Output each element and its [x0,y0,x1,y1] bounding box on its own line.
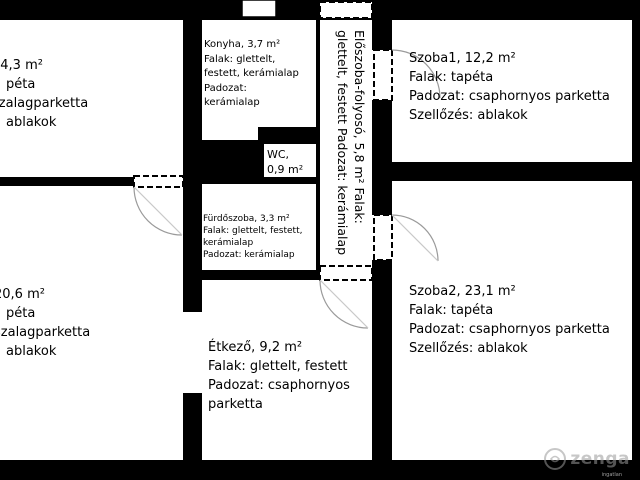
room-floor-cont: parketta [208,397,263,412]
logo-subtext: ingatlan [601,472,622,478]
room-label-szoba1: Szoba1, 12,2 m² Falak: tapéta Padozat: c… [409,49,610,125]
room-floor: Padozat: kerámialap [203,250,295,260]
door-arc-corridor-bottom [319,279,369,329]
room-floor: Padozat: csaphornyos parketta [409,89,610,104]
brand-logo: zenga [544,448,630,470]
room-walls-cont: festett, kerámialap [204,68,299,79]
room-title: Szoba1, 12,2 m² [409,51,516,66]
room-details: glettelt, festett Padozat: kerámialap [335,30,350,256]
room-walls: Falak: tapéta [409,70,494,85]
room-floor-cont: kerámialap [204,97,260,108]
room-area: 14,3 m² [0,58,43,73]
wall-konyha-bottom [202,140,260,183]
room-title: Konyha, 3,7 m² [204,39,281,50]
room-title: WC, [267,148,290,161]
room-label-eloszoba: Előszoba-folyosó, 5,8 m² Falak: glettelt… [334,30,368,255]
door-arc-szoba2 [391,214,439,262]
room-title: Előszoba-folyosó, 5,8 m² Falak: [352,30,367,224]
wall-right [632,0,640,480]
room-walls: Falak: tapéta [409,303,494,318]
door-arc-left [133,186,183,236]
room-label-etkezo: Étkező, 9,2 m² Falak: glettelt, festett … [208,338,350,414]
room-walls: péta [6,77,36,92]
room-floor: Padozat: csaphornyos [208,378,350,393]
room-label-furdo: Fürdőszoba, 3,3 m² Falak: glettelt, fest… [203,213,302,261]
room-label-left-top: 14,3 m² péta szalagparketta ablakok [0,56,88,132]
room-area: 0,9 m² [267,163,304,176]
room-title: Étkező, 9,2 m² [208,340,303,355]
wall-corridor-right-top [372,0,392,50]
wall-wc-bottom [202,177,320,184]
room-vent: Szellőzés: ablakok [409,341,528,356]
door-left-middle [133,175,184,188]
room-walls: Falak: glettelt, festett, [203,226,303,236]
room-label-left-bottom: 20,6 m² péta szalagparketta ablakok [0,285,90,361]
room-floor: szalagparketta [0,96,89,111]
logo-mark-icon [544,448,567,470]
wall-wc-top [258,127,320,144]
room-label-konyha: Konyha, 3,7 m² Falak: glettelt, festett,… [204,38,299,111]
room-area: 20,6 m² [0,287,45,302]
logo-text: zenga [570,449,630,469]
door-szoba2 [373,214,393,261]
door-corridor-bottom [319,265,373,281]
door-corridor-top [319,1,373,19]
room-walls: Falak: glettelt, [204,53,276,65]
room-label-wc: WC, 0,9 m² [267,147,303,177]
room-walls: Falak: glettelt, festett [208,359,348,374]
wall-left-middle [0,177,134,186]
wall-corridor-right-low [372,260,392,480]
room-title: Szoba2, 23,1 m² [409,284,516,299]
room-floor: Padozat: [204,82,247,94]
window-top [241,0,277,18]
wall-corridor-left [316,0,320,280]
wall-szoba-divider [392,162,640,181]
room-vent: ablakok [6,115,57,130]
wall-central-upper [183,0,202,312]
door-arc-szoba1 [391,49,441,99]
room-label-szoba2: Szoba2, 23,1 m² Falak: tapéta Padozat: c… [409,282,610,358]
room-title: Fürdőszoba, 3,3 m² [203,214,290,224]
wall-bottom [0,460,640,480]
room-walls: péta [6,306,36,321]
room-vent: ablakok [6,344,57,359]
room-walls-cont: kerámialap [203,238,254,248]
room-floor: szalagparketta [0,325,91,340]
wall-corridor-right-mid [372,100,392,215]
room-vent: Szellőzés: ablakok [409,108,528,123]
wall-central-lower [183,393,202,480]
wall-wc-left [258,127,264,183]
room-floor: Padozat: csaphornyos parketta [409,322,610,337]
door-szoba1 [373,49,393,101]
wall-furdo-bottom [202,270,320,280]
